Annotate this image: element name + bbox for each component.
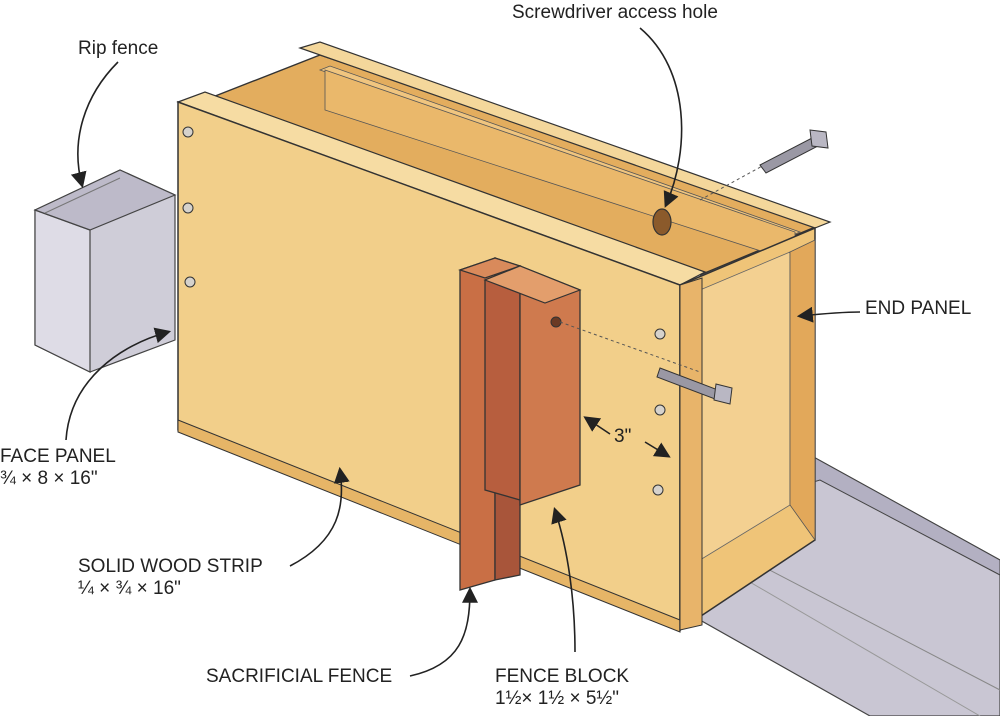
leader-fence-block [551, 506, 576, 653]
leader-screwdriver-hole [639, 27, 683, 208]
face-panel-title: FACE PANEL [0, 446, 116, 467]
screwdriver-access-hole [652, 208, 672, 236]
fence-block-title: FENCE BLOCK [495, 666, 630, 687]
label-screwdriver-hole: Screwdriver access hole [512, 2, 718, 23]
label-dimension-3: 3" [614, 426, 632, 447]
label-end-panel: END PANEL [865, 298, 972, 319]
box-body [176, 41, 832, 633]
label-solid-wood-strip: SOLID WOOD STRIP ¼ × ¾ × 16" [78, 556, 263, 600]
leader-end-panel [796, 306, 861, 323]
leader-sacrificial-fence [409, 586, 478, 677]
fence-block-dimensions: 1½× 1½ × 5½" [495, 688, 620, 709]
label-sacrificial-fence: SACRIFICIAL FENCE [206, 666, 393, 687]
fence-block [483, 265, 582, 506]
leader-solid-wood-strip [289, 466, 350, 567]
leader-rip-fence [70, 61, 119, 189]
label-rip-fence: Rip fence [78, 38, 159, 59]
side-screw [559, 321, 733, 405]
solid-wood-strip-dimensions: ¼ × ¾ × 16" [78, 578, 181, 599]
label-fence-block: FENCE BLOCK 1½× 1½ × 5½" [495, 666, 629, 710]
top-screw [699, 129, 829, 201]
dimension-arrow-right [644, 441, 671, 458]
dimension-arrow-left [583, 416, 611, 435]
leader-face-panel [65, 327, 172, 441]
label-face-panel: FACE PANEL ¾ × 8 × 16" [0, 446, 116, 490]
face-panel-dimensions: ¾ × 8 × 16" [0, 468, 98, 489]
solid-wood-strip-title: SOLID WOOD STRIP [78, 556, 263, 577]
